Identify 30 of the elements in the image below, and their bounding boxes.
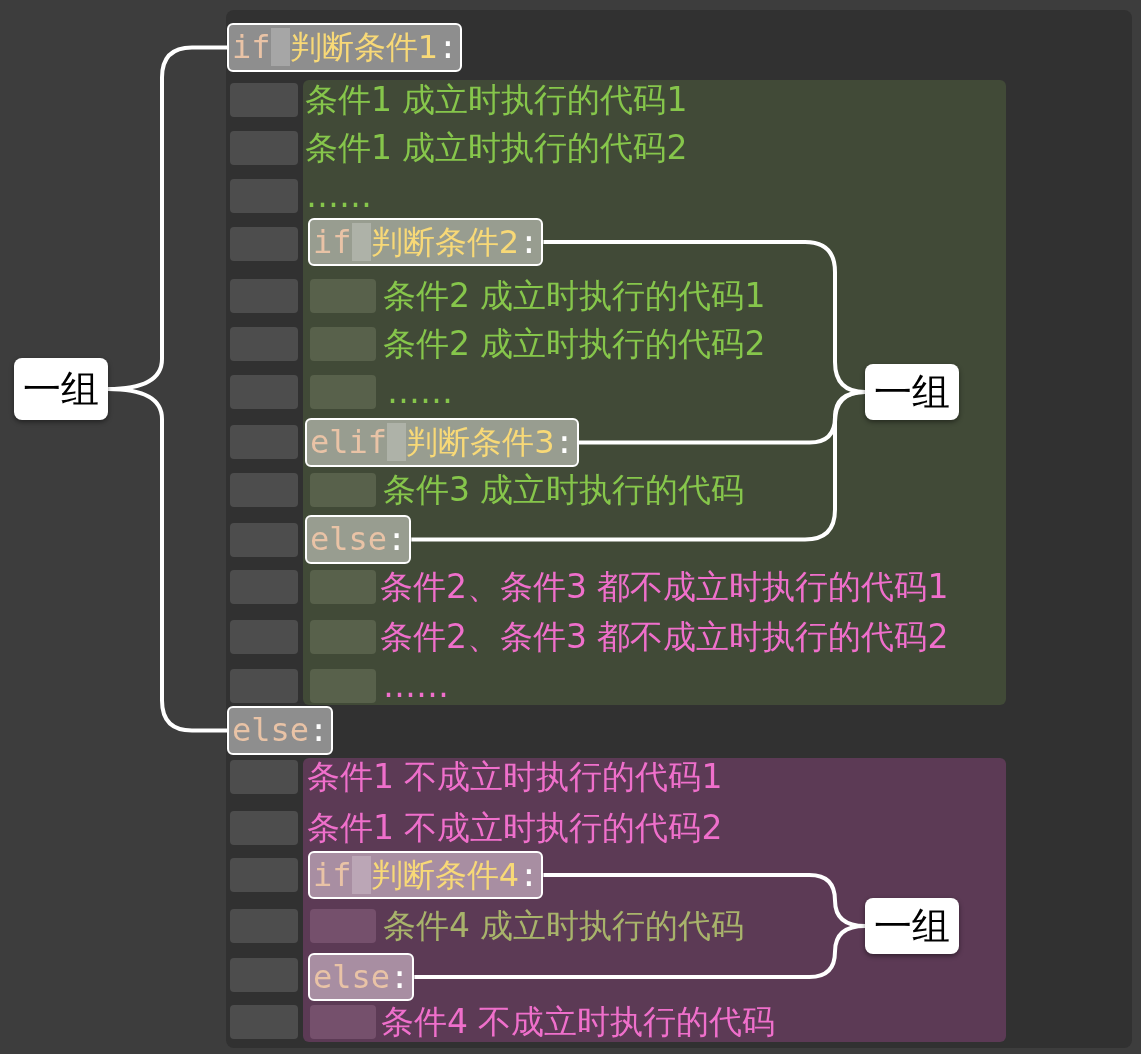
code-statement: elif 判断条件3: [305, 418, 579, 467]
code-line: 条件4 成立时执行的代码 [383, 905, 745, 947]
group-label: 一组 [14, 358, 108, 420]
code-line: 条件1 不成立时执行的代码1 [307, 756, 723, 798]
code-statement: else: [227, 706, 334, 755]
code-line: 条件2 成立时执行的代码1 [383, 275, 766, 317]
code-line: 条件1 成立时执行的代码2 [305, 127, 688, 169]
code-block [303, 80, 1006, 705]
group-label: 一组 [865, 364, 959, 420]
bracket-line [414, 924, 866, 979]
code-line: …… [383, 665, 449, 707]
bracket-line [107, 387, 227, 733]
code-line: …… [306, 175, 372, 217]
code-line: 条件2 成立时执行的代码2 [383, 323, 766, 365]
group-label: 一组 [865, 898, 959, 954]
code-statement: else: [305, 515, 412, 564]
code-statement: else: [308, 953, 415, 1001]
code-line: …… [387, 371, 453, 413]
bracket-line [411, 390, 866, 542]
code-editor-panel [226, 10, 1132, 1048]
code-statement: if 判断条件1: [227, 23, 463, 72]
code-line: 条件1 不成立时执行的代码2 [307, 807, 723, 849]
code-line: 条件1 成立时执行的代码1 [305, 79, 688, 121]
code-line: 条件3 成立时执行的代码 [383, 469, 745, 511]
code-statement: if 判断条件2: [308, 218, 544, 266]
code-block [303, 758, 1006, 1042]
code-line: 条件2、条件3 都不成立时执行的代码1 [380, 566, 949, 608]
code-statement: if 判断条件4: [308, 851, 544, 899]
code-line: 条件2、条件3 都不成立时执行的代码2 [380, 616, 949, 658]
code-line: 条件4 不成立时执行的代码 [381, 1001, 776, 1043]
